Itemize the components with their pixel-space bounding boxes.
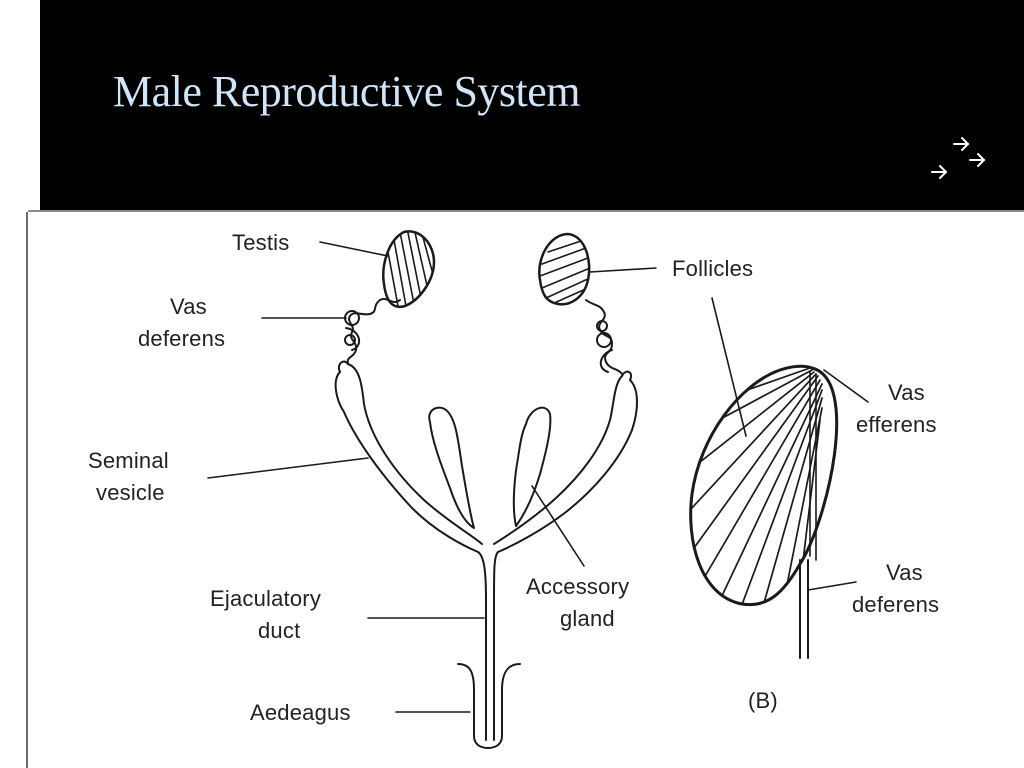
label-vas-efferens-line1: Vas (888, 380, 925, 405)
leader-vas-deferens-b (807, 581, 857, 591)
label-panel-b: (B) (748, 688, 778, 713)
label-aedeagus: Aedeagus (250, 700, 351, 725)
reproductive-system-diagram: Testis Vas deferens Seminal vesicle Ejac… (88, 230, 939, 749)
decorative-bars-icon (18, 22, 40, 120)
right-testis (538, 232, 591, 306)
label-vas-deferens-b-line1: Vas (886, 560, 923, 585)
panel-b-vas-deferens (799, 559, 809, 659)
leader-accessory-gland (531, 485, 585, 567)
label-vas-deferens-line2: deferens (138, 326, 225, 351)
label-ejaculatory-duct-line1: Ejaculatory (210, 586, 321, 611)
label-seminal-vesicle-line1: Seminal (88, 448, 169, 473)
leader-follicles-b (711, 297, 747, 437)
arrow-icon (953, 137, 969, 151)
header-divider (28, 210, 1024, 212)
label-vas-deferens-line1: Vas (170, 294, 207, 319)
arrow-cluster-icon (931, 137, 985, 179)
left-seminal-vesicle (334, 363, 483, 553)
right-vas-deferens (585, 299, 623, 375)
leader-seminal-vesicle (207, 457, 369, 479)
leader-testis (319, 241, 389, 257)
leader-vas-efferens (823, 369, 869, 403)
left-testis (382, 230, 436, 309)
arrow-icon (969, 153, 985, 167)
label-seminal-vesicle-line2: vesicle (96, 480, 165, 505)
label-testis: Testis (232, 230, 289, 255)
label-ejaculatory-duct-line2: duct (258, 618, 300, 643)
right-accessory-gland (512, 406, 552, 527)
label-vas-deferens-b-line2: deferens (852, 592, 939, 617)
header-band (40, 0, 1024, 210)
ejaculatory-duct (477, 551, 499, 701)
arrow-icon (931, 165, 947, 179)
label-follicles: Follicles (672, 256, 753, 281)
leader-follicles (589, 267, 657, 273)
slide-title: Male Reproductive System (113, 67, 581, 116)
label-accessory-gland-line1: Accessory (526, 574, 629, 599)
label-vas-efferens-line2: efferens (856, 412, 937, 437)
label-accessory-gland-line2: gland (560, 606, 615, 631)
left-divider (26, 212, 28, 768)
left-accessory-gland (428, 406, 475, 529)
aedeagus (457, 663, 521, 749)
right-seminal-vesicle (493, 375, 638, 553)
left-vas-deferens (344, 298, 401, 365)
panel-b-testis (689, 364, 839, 607)
